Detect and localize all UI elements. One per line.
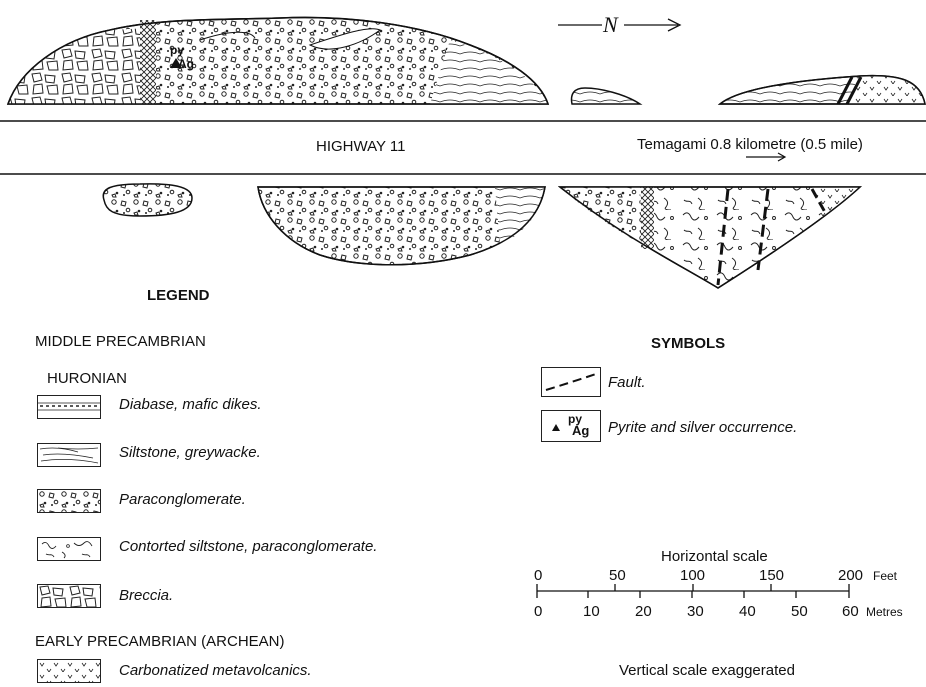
direction-arrow-icon <box>746 152 788 162</box>
legend-era-middle: MIDDLE PRECAMBRIAN <box>35 333 206 350</box>
scale-feet-tick: 0 <box>534 567 542 584</box>
outcrop-north-lens <box>572 88 640 104</box>
legend-swatch-breccia <box>37 584 101 608</box>
scale-feet-tick: 100 <box>680 567 705 584</box>
scale-feet-tick: 150 <box>759 567 784 584</box>
scale-metre-tick: 0 <box>534 603 542 620</box>
legend-group-huronian: HURONIAN <box>47 370 127 387</box>
outcrop-north-main <box>8 17 548 104</box>
symbol-label-occurrence: Pyrite and silver occurrence. <box>608 419 797 436</box>
legend-swatch-diabase <box>37 395 101 419</box>
map-silver-label: Ag <box>178 58 194 70</box>
legend-swatch-siltstone <box>37 443 101 467</box>
legend-title: LEGEND <box>147 287 210 304</box>
direction-text: Temagami 0.8 kilometre (0.5 mile) <box>637 136 863 153</box>
legend-swatch-paraconglomerate <box>37 489 101 513</box>
symbol-ag-text: Ag <box>572 424 589 437</box>
map-pyrite-label: py <box>170 44 184 56</box>
outcrop-south-west <box>103 184 192 216</box>
symbol-swatch-occurrence: py Ag <box>541 410 601 442</box>
highway-name: HIGHWAY 11 <box>316 138 405 155</box>
legend-label-paraconglomerate: Paraconglomerate. <box>119 491 246 508</box>
outcrop-south-east <box>560 187 860 288</box>
scale-feet-unit: Feet <box>873 569 897 583</box>
scale-feet-tick: 50 <box>609 567 626 584</box>
legend-label-contorted: Contorted siltstone, paraconglomerate. <box>119 538 377 555</box>
legend-label-metavolcanics: Carbonatized metavolcanics. <box>119 662 312 679</box>
legend-swatch-metavolcanics <box>37 659 101 683</box>
scale-metre-tick: 50 <box>791 603 808 620</box>
legend-label-diabase: Diabase, mafic dikes. <box>119 396 262 413</box>
scale-metre-unit: Metres <box>866 605 903 619</box>
vertical-scale-note: Vertical scale exaggerated <box>619 662 795 679</box>
outcrop-south-central <box>258 187 545 265</box>
scale-metre-tick: 60 <box>842 603 859 620</box>
north-label: N <box>603 12 618 38</box>
symbol-label-fault: Fault. <box>608 374 646 391</box>
outcrop-north-east <box>720 76 925 104</box>
scale-metre-tick: 20 <box>635 603 652 620</box>
symbols-title: SYMBOLS <box>651 335 725 352</box>
scale-bar: 0 50 100 150 200 Feet <box>536 567 896 607</box>
north-arrow-icon <box>558 19 680 31</box>
scale-metre-tick: 40 <box>739 603 756 620</box>
legend-label-breccia: Breccia. <box>119 587 173 604</box>
legend-swatch-contorted <box>37 537 101 561</box>
scale-metre-tick: 10 <box>583 603 600 620</box>
legend-label-siltstone: Siltstone, greywacke. <box>119 444 261 461</box>
symbol-swatch-fault <box>541 367 601 397</box>
scale-title: Horizontal scale <box>661 548 768 565</box>
scale-feet-tick: 200 <box>838 567 863 584</box>
scale-metre-tick: 30 <box>687 603 704 620</box>
legend-era-early: EARLY PRECAMBRIAN (ARCHEAN) <box>35 633 285 650</box>
